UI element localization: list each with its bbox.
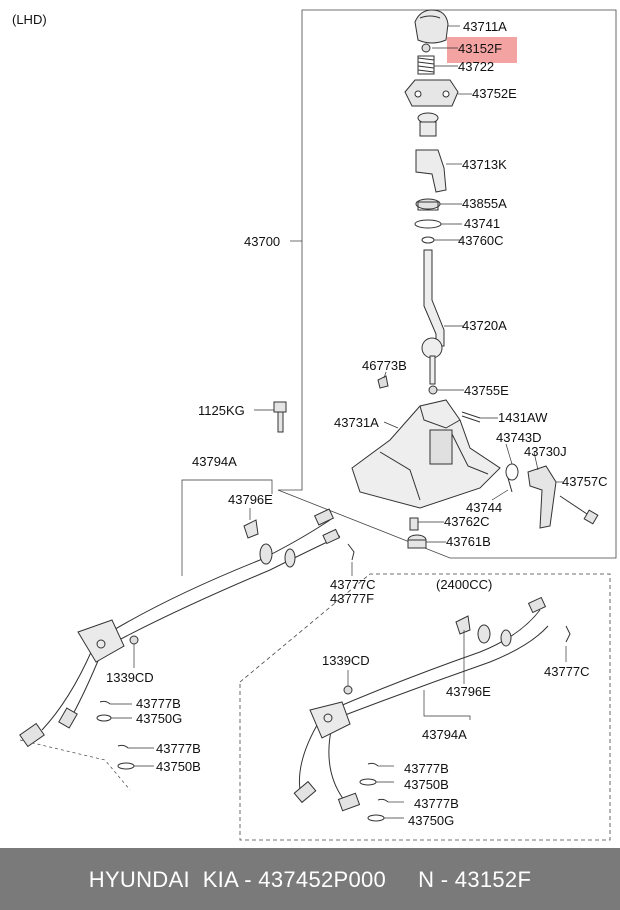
ring-43760C [421, 236, 435, 244]
clip-washers-2400cc [359, 625, 571, 822]
select-lever-43730J [527, 465, 599, 529]
label-43796E: 43796E [228, 492, 273, 507]
label-43760C: 43760C [458, 233, 504, 248]
nut-1339CD [129, 635, 139, 645]
bushing-43762C [409, 517, 419, 531]
pin-43744 [507, 477, 513, 493]
label-43750G: 43750G [136, 711, 182, 726]
lock-ring [421, 43, 431, 53]
label-43730J: 43730J [524, 444, 567, 459]
label-1339CD-2: 1339CD [322, 653, 370, 668]
label-43700: 43700 [244, 234, 280, 249]
shift-knob [414, 9, 449, 44]
label-43750B-2: 43750B [404, 777, 449, 792]
label-43152F: 43152F [458, 41, 502, 56]
clip-46773B [377, 375, 389, 389]
cable-assembly-lhd [19, 508, 341, 748]
label-43794A-2: 43794A [422, 727, 467, 742]
grommets-2400cc [455, 615, 512, 647]
label-43722: 43722 [458, 59, 494, 74]
label-43761B: 43761B [446, 534, 491, 549]
label-43777C-2: 43777C [544, 664, 590, 679]
label-43757C: 43757C [562, 474, 608, 489]
clip-washers-lhd [96, 543, 355, 770]
shift-lever-upper [415, 112, 447, 193]
label-43741: 43741 [464, 216, 500, 231]
label-43794A: 43794A [192, 454, 237, 469]
label-43796E-2: 43796E [446, 684, 491, 699]
assembly-frame [277, 9, 617, 559]
label-43777B: 43777B [136, 696, 181, 711]
bushing-43855A [415, 198, 441, 211]
label-43713K: 43713K [462, 157, 507, 172]
label-43777B-2: 43777B [156, 741, 201, 756]
label-43777B-3: 43777B [404, 761, 449, 776]
label-46773B: 46773B [362, 358, 407, 373]
label-43720A: 43720A [462, 318, 507, 333]
label-43750B: 43750B [156, 759, 201, 774]
label-43750G-2: 43750G [408, 813, 454, 828]
cable-assembly-2400cc [293, 596, 549, 812]
footer-part-info: HYUNDAI KIA - 437452P000 N - 43152F [88, 867, 532, 892]
bushing-43761B [407, 534, 427, 549]
label-1339CD: 1339CD [106, 670, 154, 685]
footer-bar: HYUNDAI KIA - 437452P000 N - 43152F [0, 848, 620, 910]
label-43752E: 43752E [472, 86, 517, 101]
pin-1431AW [461, 411, 481, 423]
ball-43755E [428, 385, 438, 395]
label-43762C: 43762C [444, 514, 490, 529]
label-43855A: 43855A [462, 196, 507, 211]
highlight-box [447, 37, 517, 63]
washer-43741 [414, 219, 442, 229]
label-43755E: 43755E [464, 383, 509, 398]
retainer-bracket [404, 79, 459, 107]
label-1125KG: 1125KG [198, 403, 245, 418]
variant-frame [239, 573, 611, 841]
label-43711A: 43711A [463, 19, 507, 34]
label-43777F: 43777F [330, 591, 374, 606]
leader-lines [110, 25, 567, 819]
base-housing-43731A [351, 399, 501, 509]
lower-ref-dashes [19, 739, 131, 791]
label-43744: 43744 [466, 500, 502, 515]
region-tag: (LHD) [12, 12, 47, 27]
clip-43743D [505, 463, 519, 481]
grommets-lhd [243, 519, 296, 568]
variant-label: (2400CC) [436, 577, 492, 592]
nut-1339CD-2 [343, 685, 353, 695]
label-43777C: 43777C [330, 577, 376, 592]
shift-rod [421, 249, 445, 385]
label-43777B-4: 43777B [414, 796, 459, 811]
label-43731A: 43731A [334, 415, 379, 430]
bolt-1125KG [273, 401, 287, 433]
label-43743D: 43743D [496, 430, 542, 445]
label-1431AW: 1431AW [498, 410, 548, 425]
spring [417, 55, 435, 75]
